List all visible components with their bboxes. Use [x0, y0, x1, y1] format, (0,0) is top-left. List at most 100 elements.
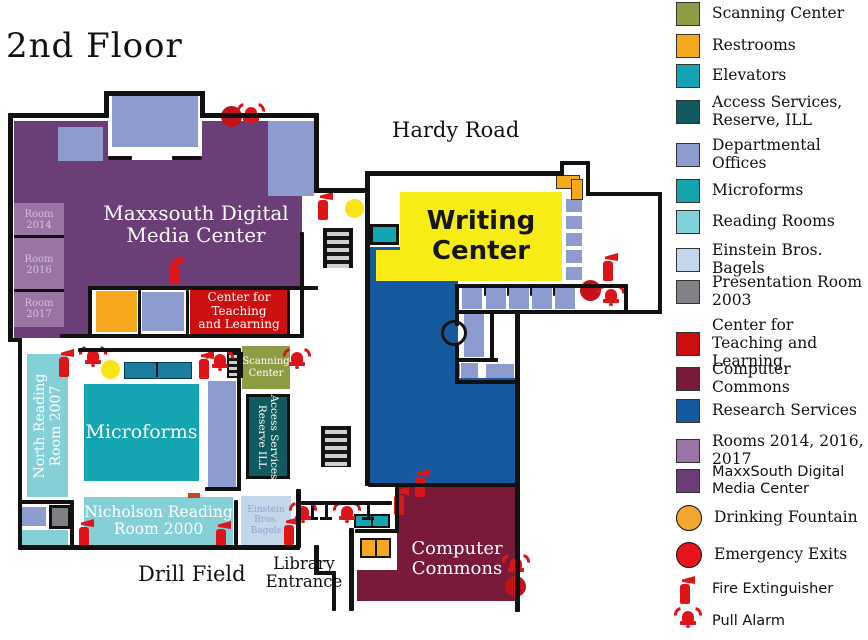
pull-alarm-icon [76, 343, 110, 368]
pull-alarm-icon [671, 604, 705, 636]
wall [314, 113, 319, 193]
legend-item-microforms: Microforms [676, 179, 868, 203]
wall [200, 91, 205, 118]
wall [355, 529, 399, 533]
pull-alarm-icon [594, 282, 628, 307]
wall [375, 538, 377, 558]
wall [314, 545, 319, 575]
room-research-services [370, 247, 458, 484]
departmental-office [58, 127, 103, 161]
wall [365, 171, 564, 176]
room-2016-label: Room 2016 [24, 253, 54, 276]
wall [314, 571, 336, 575]
wall [455, 284, 625, 288]
table [124, 362, 192, 379]
legend-label: Departmental Offices [712, 136, 821, 172]
legend-label: Fire Extinguisher [712, 580, 834, 597]
wall [490, 313, 494, 360]
wall [314, 188, 370, 193]
room-north-reading-2007 [27, 354, 68, 497]
pull-alarm-icon [280, 345, 314, 370]
ctl-label: Center for Teaching and Learning [198, 290, 280, 332]
room-2017-label: Room 2017 [24, 297, 54, 320]
fire-extinguisher-icon [676, 574, 700, 604]
wall [371, 514, 373, 528]
wall [8, 113, 108, 118]
drill-field-label: Drill Field [138, 562, 246, 586]
fire-extinguisher-icon [167, 256, 181, 284]
wall [553, 284, 555, 296]
wall [300, 501, 392, 505]
legend-swatch [676, 64, 700, 88]
room-writing-center [400, 192, 562, 281]
legend-swatch [676, 247, 700, 272]
wall [88, 288, 92, 338]
wall [530, 284, 532, 296]
fire-extinguisher-icon [77, 519, 91, 547]
departmental-office [486, 288, 506, 309]
legend-swatch [676, 366, 700, 391]
wall [205, 487, 241, 491]
departmental-office [566, 267, 582, 280]
einstein-label: Einstein Bros. Bagels [247, 505, 285, 536]
room-presentation-2003 [49, 505, 71, 529]
wall [60, 334, 302, 338]
fire-extinguisher-icon [392, 487, 406, 515]
door-icon [320, 504, 332, 521]
legend-item-research-services: Research Services [676, 399, 868, 423]
departmental-office [208, 381, 236, 488]
fire-extinguisher-icon [214, 521, 228, 549]
door-arc [441, 320, 467, 346]
departmental-office [268, 121, 314, 196]
legend-label: MaxxSouth Digital Media Center [712, 464, 845, 497]
wall [458, 358, 498, 362]
stairs-icon [323, 228, 353, 268]
room-writing-center [376, 250, 402, 281]
hardy-road-label: Hardy Road [392, 118, 520, 142]
wall [332, 571, 336, 611]
rooms-2014-2016-2017 [14, 203, 64, 327]
legend-label: Computer Commons [712, 360, 791, 396]
wall [18, 545, 300, 550]
room-access-services [246, 394, 290, 479]
room-microforms [84, 384, 199, 481]
departmental-office [462, 288, 482, 309]
wall [200, 113, 319, 118]
fire-extinguisher-icon [413, 469, 427, 497]
departmental-office [566, 233, 582, 246]
wall [300, 232, 304, 338]
legend-item-reading-rooms: Reading Rooms [676, 210, 868, 234]
door-icon [362, 504, 374, 521]
departmental-office [22, 507, 46, 526]
writing-center-label: Writing Center [426, 206, 536, 266]
scanning-center-label: Scanning Center [242, 356, 290, 379]
legend-circle-swatch [676, 505, 702, 531]
wall [395, 487, 399, 531]
legend-label: Access Services, Reserve, ILL [712, 93, 843, 129]
legend-label: Center for Teaching and Learning [712, 316, 818, 370]
legend-item-elevators: Elevators [676, 64, 868, 88]
wall [507, 284, 509, 296]
legend-label: Elevators [712, 66, 787, 85]
legend-swatch [676, 142, 700, 167]
legend-swatch [676, 99, 700, 124]
legend-item-emergency-exits: Emergency Exits [676, 542, 868, 568]
departmental-office [566, 199, 582, 212]
wall [172, 156, 202, 160]
legend-label: Drinking Fountain [714, 508, 858, 527]
departmental-office [555, 288, 575, 309]
legend-swatch [676, 279, 700, 304]
departmental-office [486, 364, 514, 378]
fire-extinguisher-icon [57, 349, 71, 377]
departmental-office [532, 288, 552, 309]
wall [18, 500, 74, 504]
fire-extinguisher-icon [197, 351, 211, 379]
departmental-office [142, 292, 184, 331]
legend-label: Presentation Room 2003 [712, 273, 863, 309]
wall [365, 171, 370, 486]
wall [186, 290, 189, 335]
wall [484, 284, 486, 296]
maxxsouth-label: Maxxsouth Digital Media Center [103, 200, 289, 247]
legend-swatch [676, 34, 700, 58]
